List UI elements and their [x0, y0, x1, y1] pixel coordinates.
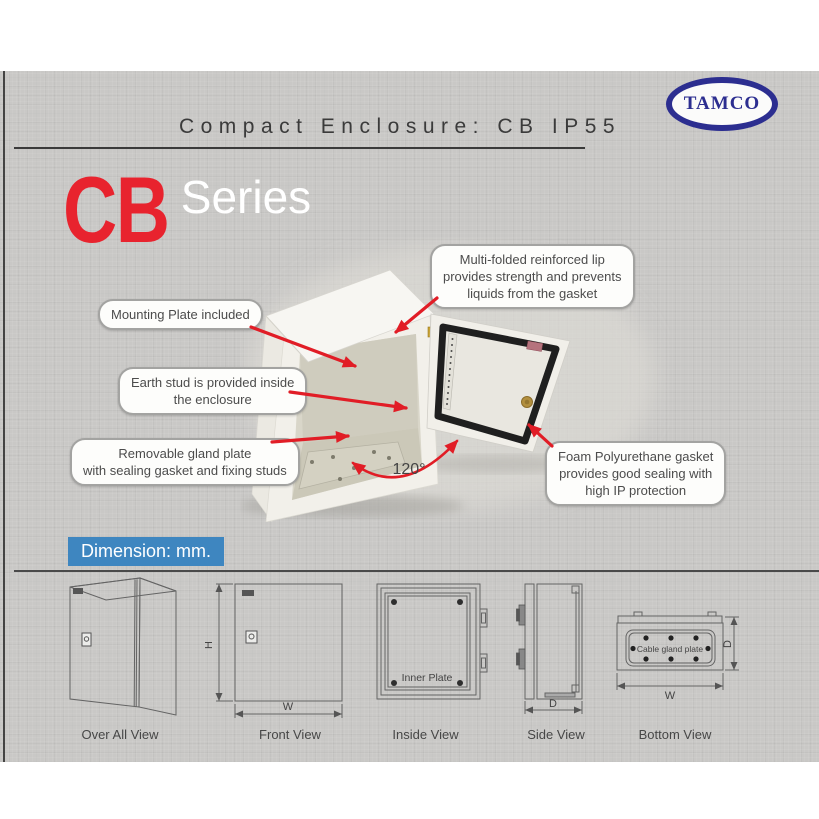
nameplate-mark — [73, 588, 83, 594]
hinge-marks — [516, 604, 526, 670]
nameplate-mark — [242, 590, 254, 596]
front-view-drawing: H W — [205, 583, 343, 718]
series-heading: CB Series — [63, 160, 311, 260]
dim-h-label: H — [205, 641, 215, 649]
callout-mounting-plate: Mounting Plate included — [98, 299, 263, 331]
dim-d-label: D — [722, 640, 734, 648]
callout-gland-plate: Removable gland plate with sealing gaske… — [70, 438, 300, 487]
title-underline — [14, 147, 585, 149]
inside-view-label: Inside View — [392, 727, 459, 742]
door-gasket — [434, 323, 560, 445]
bottom-view-drawing: Cable gland plate D W — [616, 611, 739, 702]
front-view-label: Front View — [259, 727, 321, 742]
dimension-badge: Dimension: mm. — [68, 537, 225, 566]
dim-d-label: D — [549, 698, 557, 710]
plate-screws — [391, 599, 463, 686]
bottom-view-label: Bottom View — [638, 727, 712, 742]
overall-view-drawing — [69, 577, 177, 716]
overall-view-label: Over All View — [81, 727, 159, 742]
door-label-sticker — [526, 340, 544, 352]
side-view-drawing: D — [516, 583, 583, 714]
series-code: CB — [63, 157, 170, 262]
callout-earth-stud: Earth stud is provided inside the enclos… — [118, 367, 308, 416]
inside-view-drawing: Inner Plate — [376, 583, 488, 700]
dim-w-label: W — [665, 690, 676, 702]
hinge-hole-strip — [446, 338, 454, 405]
gland-plate-studs — [630, 635, 711, 662]
left-edge-rule — [3, 71, 5, 762]
side-view-label: Side View — [527, 727, 585, 742]
callout-multi-folded-lip: Multi-folded reinforced lip provides str… — [430, 244, 635, 310]
lock-mark — [81, 632, 92, 647]
tamco-logo: TAMCO — [666, 77, 778, 131]
tamco-logo-text: TAMCO — [683, 93, 761, 114]
callout-foam-gasket: Foam Polyurethane gasket provides good s… — [545, 441, 727, 507]
inner-plate-label: Inner Plate — [402, 672, 453, 684]
cable-gland-plate-label: Cable gland plate — [637, 644, 703, 654]
lock-mark — [245, 630, 258, 644]
series-suffix: Series — [180, 171, 312, 223]
page-title: Compact Enclosure: CB IP55 — [178, 115, 622, 138]
dim-w-label: W — [283, 701, 294, 713]
dimension-underline — [14, 570, 819, 572]
